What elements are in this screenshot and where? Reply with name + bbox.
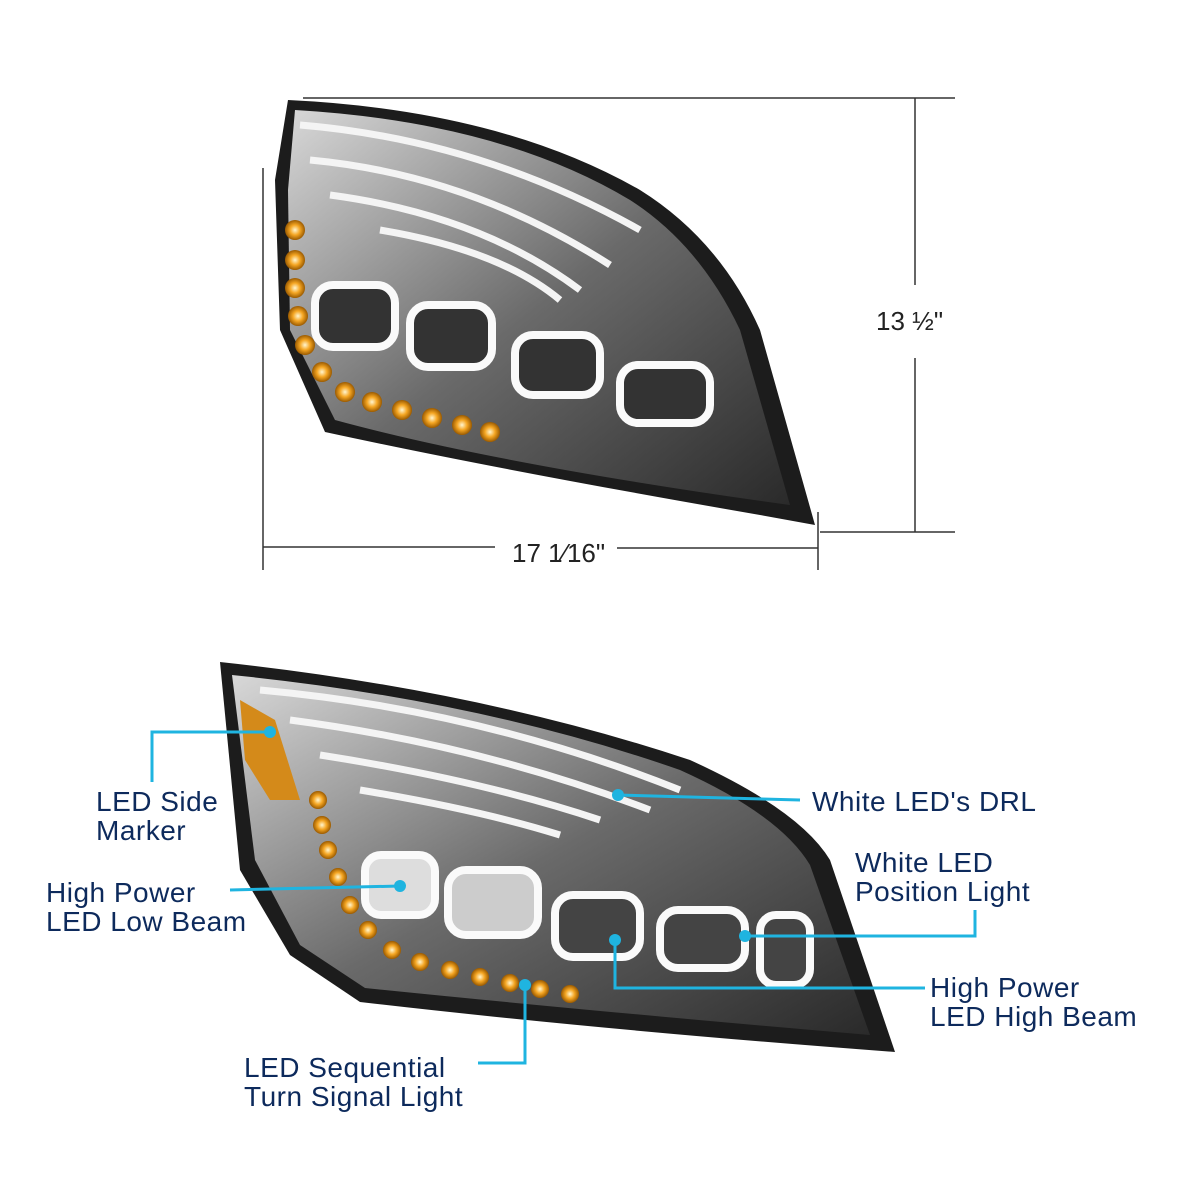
dimension-lines [262,97,955,570]
drl-strips-angled [259,686,682,839]
callout-lines [150,730,977,1065]
label-line: High Power [930,972,1080,1003]
label-line: White LED's DRL [812,786,1037,817]
projector-lenses-angled [361,851,814,989]
side-marker-lens [240,700,300,800]
headlight-angled-view [220,662,895,1052]
label-line: LED Low Beam [46,906,247,937]
label-position-light: White LED Position Light [855,848,1030,906]
height-dimension: 13 ½" [876,306,944,337]
label-drl: White LED's DRL [812,787,1036,816]
turn-signal-leds-angled [309,791,579,1003]
label-line: Position Light [855,876,1031,907]
label-line: LED High Beam [930,1001,1138,1032]
label-line: LED Sequential [244,1052,446,1083]
label-line: White LED [855,847,994,878]
turn-signal-leds [285,220,500,442]
label-high-beam: High Power LED High Beam [930,973,1137,1031]
label-line: High Power [46,877,196,908]
projector-lenses [311,281,714,427]
drl-strips [299,121,642,303]
headlight-front-view [275,100,815,525]
label-line: LED Side [96,786,219,817]
label-side-marker: LED Side Marker [96,787,218,845]
width-dimension: 17 1⁄16" [512,538,606,569]
label-line: Turn Signal Light [244,1081,464,1112]
callout-dots [264,726,751,991]
label-line: Marker [96,815,187,846]
label-turn-signal: LED Sequential Turn Signal Light [244,1053,463,1111]
label-low-beam: High Power LED Low Beam [46,878,247,936]
